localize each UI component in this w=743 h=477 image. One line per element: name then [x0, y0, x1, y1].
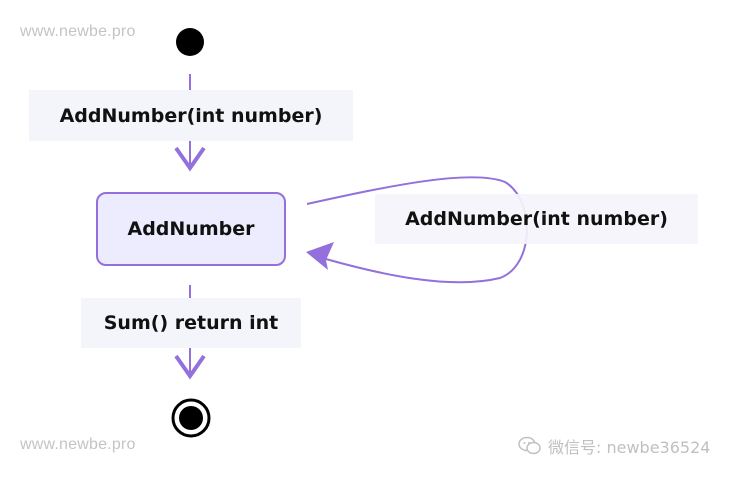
state-addnumber: AddNumber	[96, 192, 286, 266]
arrowhead-start-to-state	[174, 146, 206, 172]
transition-label-start: AddNumber(int number)	[29, 90, 353, 141]
wechat-icon	[518, 436, 541, 455]
end-node-inner	[179, 406, 203, 430]
transition-label-end: Sum() return int	[81, 298, 301, 348]
arrowhead-self-loop	[306, 242, 334, 270]
arrowhead-state-to-end	[174, 354, 206, 380]
watermark-bottom-left: www.newbe.pro	[20, 436, 136, 453]
wechat-id-text: 微信号: newbe36524	[548, 438, 711, 457]
transition-label-self-loop: AddNumber(int number)	[375, 194, 698, 244]
start-node	[176, 28, 204, 56]
watermark-top-left: www.newbe.pro	[20, 23, 136, 40]
wechat-watermark: 微信号: newbe36524	[518, 434, 710, 458]
